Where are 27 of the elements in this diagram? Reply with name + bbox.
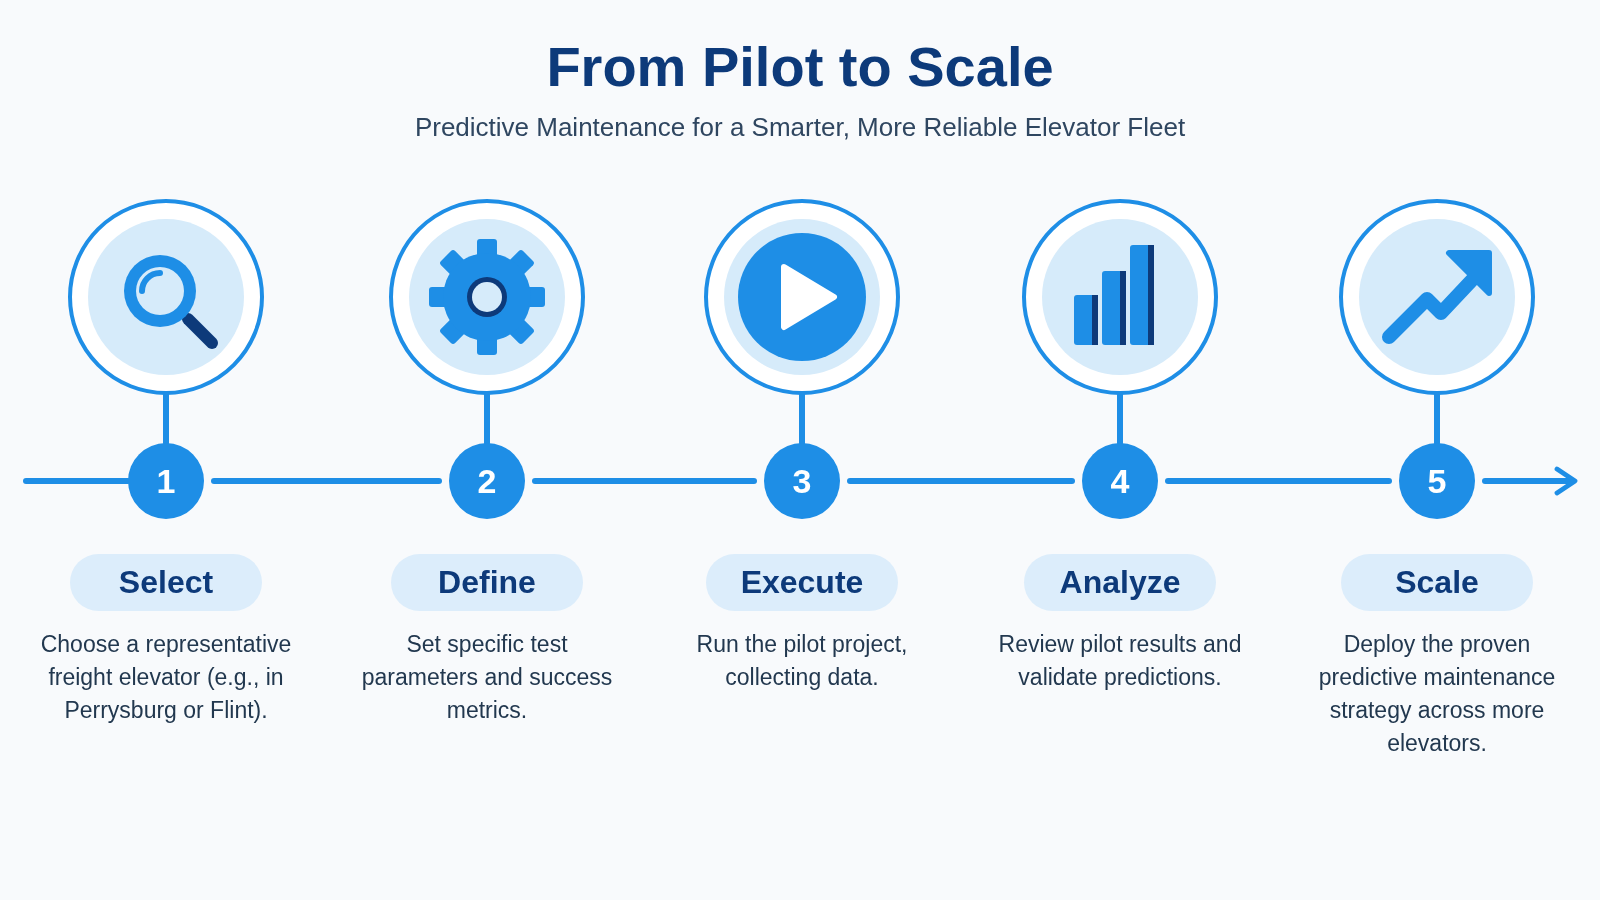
- connector-line: [1482, 466, 1578, 496]
- step-number: 5: [1399, 443, 1475, 519]
- connector-line: [532, 478, 757, 484]
- step-description: Deploy the proven predictive maintenance strategy across more elevators.: [1317, 630, 1557, 758]
- connector-line: [1165, 478, 1392, 484]
- connector-line: [847, 478, 1075, 484]
- step-label: Analyze: [1024, 553, 1216, 611]
- step-number: 3: [764, 443, 840, 519]
- step-label: Execute: [706, 553, 898, 611]
- title: From Pilot to Scale: [545, 34, 1055, 99]
- subtitle: Predictive Maintenance for a Smarter, More Reliable Elevator Fleet: [413, 112, 1187, 143]
- connector-line: [799, 392, 805, 446]
- step-description: Run the pilot project, collecting data.: [695, 630, 909, 692]
- connector-line: [484, 392, 490, 446]
- connector-line: [163, 392, 169, 446]
- step-label: Define: [391, 553, 583, 611]
- step-number: 1: [128, 443, 204, 519]
- connector-line: [1434, 392, 1440, 446]
- step-label: Select: [70, 553, 262, 611]
- step-number: 2: [449, 443, 525, 519]
- connector-line: [1117, 392, 1123, 446]
- step-description: Set specific test parameters and success metrics.: [360, 630, 614, 725]
- step-description: Review pilot results and validate predictions.: [997, 630, 1243, 692]
- step-label: Scale: [1341, 553, 1533, 611]
- connector-line: [211, 478, 442, 484]
- step-number: 4: [1082, 443, 1158, 519]
- step-description: Choose a representative freight elevator (e.g., in Perrysburg or Flint).: [39, 630, 293, 725]
